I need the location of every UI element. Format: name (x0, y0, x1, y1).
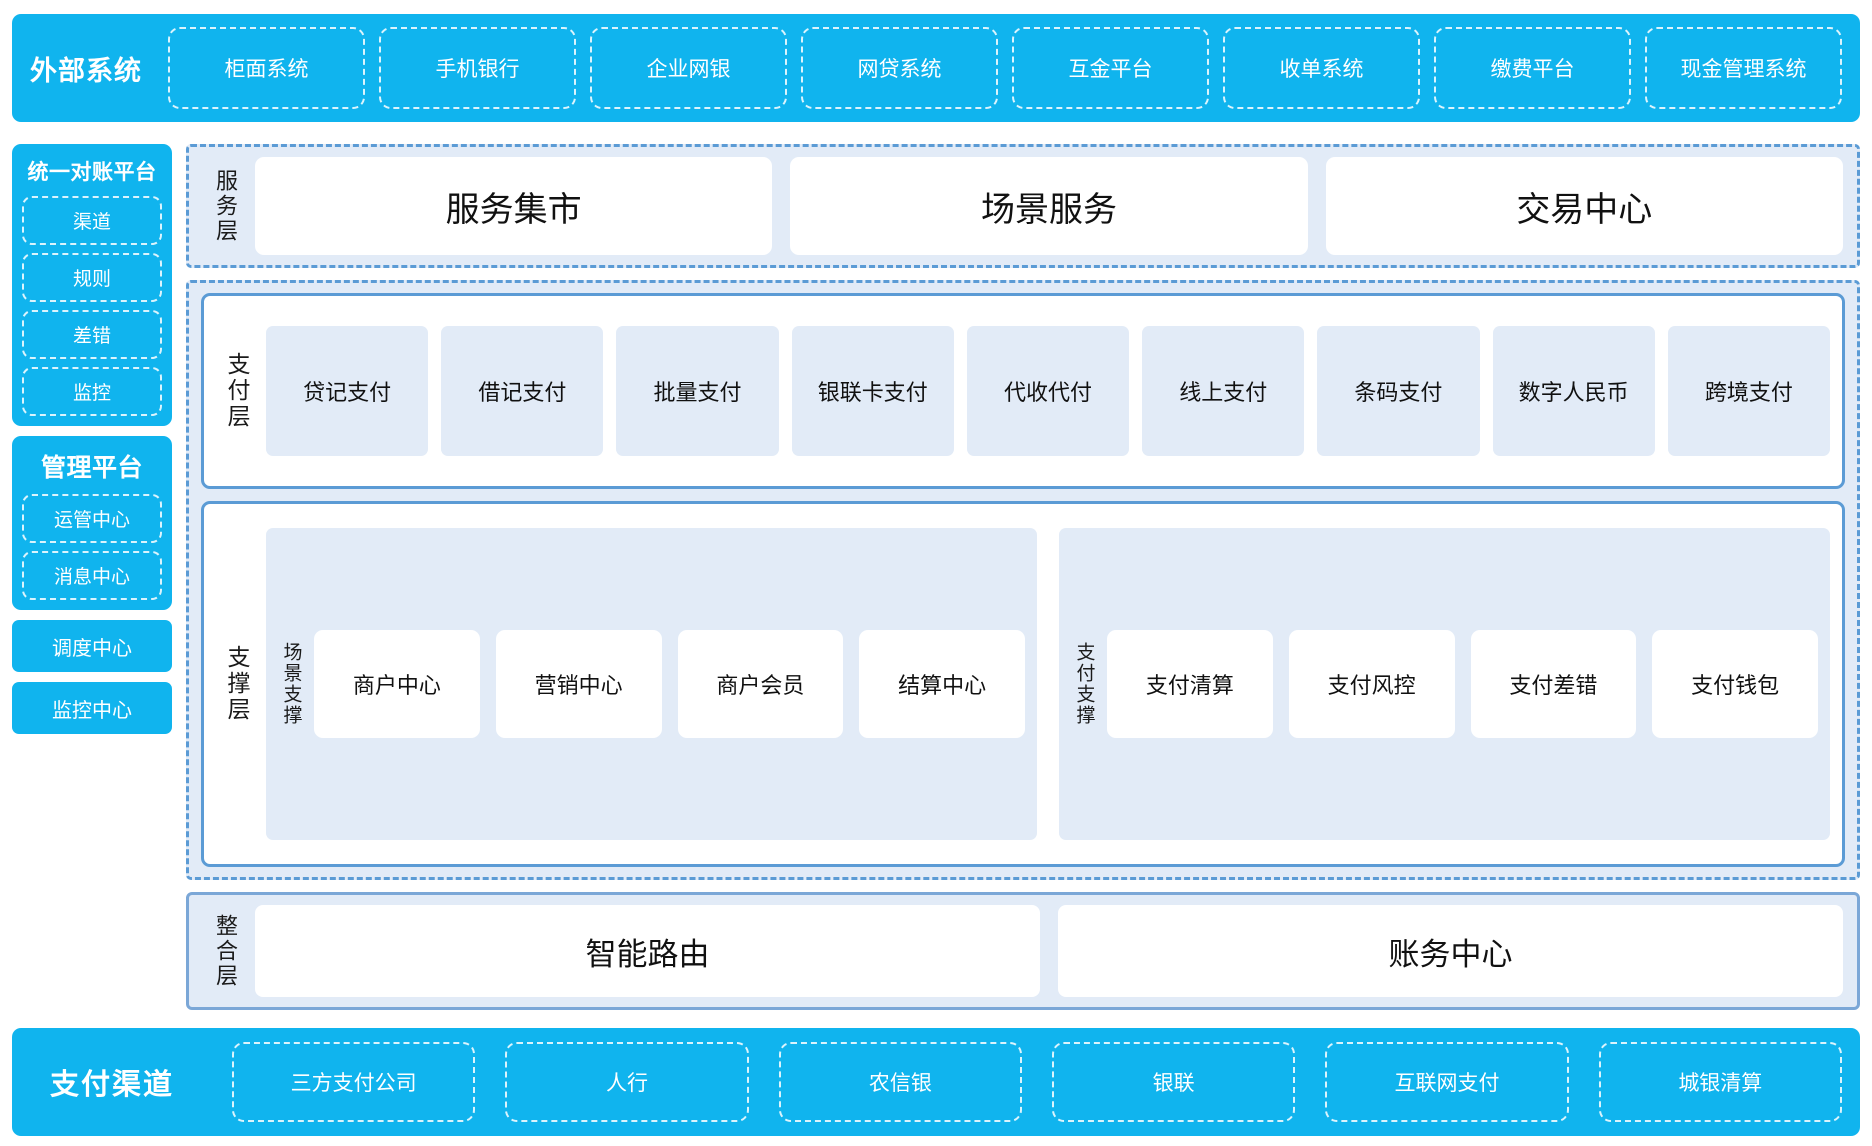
payment-card-debit[interactable]: 借记支付 (441, 326, 604, 456)
support-layer-panel: 支撑层 场景支撑 商户中心 营销中心 商户会员 结算中心 (201, 501, 1845, 867)
external-systems-list: 柜面系统 手机银行 企业网银 网贷系统 互金平台 收单系统 缴费平台 现金管理系… (168, 27, 1842, 109)
payment-channel-title: 支付渠道 (50, 1069, 175, 1101)
payment-card-dcep[interactable]: 数字人民币 (1492, 326, 1655, 456)
sidebar-item-rules[interactable]: 规则 (22, 253, 162, 302)
unified-reconciliation-platform-panel: 统一对账平台 渠道 规则 差错 监控 (12, 144, 172, 426)
payment-and-support-group: 支付层 贷记支付 借记支付 批量支付 银联卡支付 代收代付 线上支付 条码支付 … (186, 280, 1860, 880)
payment-channel-item[interactable]: 人行 (505, 1042, 749, 1122)
management-platform-panel: 管理平台 运管中心 消息中心 (12, 436, 172, 610)
service-card-transaction[interactable]: 交易中心 (1325, 157, 1843, 255)
payment-card-barcode[interactable]: 条码支付 (1317, 326, 1480, 456)
service-layer-label: 服务层 (213, 168, 238, 244)
sidebar-item-monitoring-center[interactable]: 监控中心 (12, 682, 172, 734)
sidebar-spacer (12, 744, 172, 1010)
external-system-item[interactable]: 现金管理系统 (1645, 27, 1842, 109)
sidebar-item-channel[interactable]: 渠道 (22, 196, 162, 245)
integration-layer-panel: 整合层 智能路由 账务中心 (186, 892, 1860, 1010)
support-card-payment-wallet[interactable]: 支付钱包 (1652, 630, 1818, 738)
payment-card-crossborder[interactable]: 跨境支付 (1667, 326, 1830, 456)
payment-channel-list: 三方支付公司 人行 农信银 银联 互联网支付 城银清算 (232, 1042, 1842, 1122)
payment-layer-panel: 支付层 贷记支付 借记支付 批量支付 银联卡支付 代收代付 线上支付 条码支付 … (201, 293, 1845, 489)
sidebar-item-monitor[interactable]: 监控 (22, 367, 162, 416)
support-card-merchant-center[interactable]: 商户中心 (314, 630, 480, 738)
payment-layer-label: 支付层 (224, 352, 250, 430)
left-sidebar: 统一对账平台 渠道 规则 差错 监控 管理平台 运管中心 消息中心 调度中心 监… (12, 144, 172, 1010)
service-card-scenario[interactable]: 场景服务 (790, 157, 1308, 255)
sidebar-item-error[interactable]: 差错 (22, 310, 162, 359)
management-platform-title: 管理平台 (40, 454, 143, 482)
payment-support-group: 支付支撑 支付清算 支付风控 支付差错 支付钱包 (1059, 528, 1830, 840)
external-system-item[interactable]: 企业网银 (590, 27, 787, 109)
support-card-payment-clearing[interactable]: 支付清算 (1107, 630, 1273, 738)
support-card-marketing-center[interactable]: 营销中心 (495, 630, 662, 738)
payment-card-credit[interactable]: 贷记支付 (266, 326, 429, 456)
payment-channel-item[interactable]: 三方支付公司 (232, 1042, 476, 1122)
sidebar-item-scheduling-center[interactable]: 调度中心 (12, 620, 172, 672)
support-card-payment-error[interactable]: 支付差错 (1470, 630, 1637, 738)
scenario-support-group: 场景支撑 商户中心 营销中心 商户会员 结算中心 (266, 528, 1037, 840)
payment-channel-bar: 支付渠道 三方支付公司 人行 农信银 银联 互联网支付 城银清算 (12, 1028, 1860, 1136)
payment-channel-item[interactable]: 互联网支付 (1325, 1042, 1569, 1122)
payment-card-unionpay[interactable]: 银联卡支付 (791, 326, 954, 456)
payment-channel-item[interactable]: 城银清算 (1598, 1042, 1842, 1122)
integration-card-accounting-center[interactable]: 账务中心 (1058, 905, 1843, 997)
service-card-marketplace[interactable]: 服务集市 (255, 157, 773, 255)
support-card-merchant-member[interactable]: 商户会员 (677, 630, 844, 738)
payment-card-batch[interactable]: 批量支付 (616, 326, 779, 456)
payment-card-collection[interactable]: 代收代付 (966, 326, 1130, 456)
content-column: 服务层 服务集市 场景服务 交易中心 支付层 贷记支付 借记支付 批量支付 银联… (186, 144, 1860, 1010)
scenario-support-cards: 商户中心 营销中心 商户会员 结算中心 (314, 536, 1025, 832)
external-systems-title: 外部系统 (30, 55, 142, 86)
sidebar-item-operations-center[interactable]: 运管中心 (22, 494, 162, 543)
service-layer-group: 服务层 服务集市 场景服务 交易中心 (186, 144, 1860, 268)
service-layer-cards: 服务集市 场景服务 交易中心 (255, 157, 1843, 255)
payment-channel-item[interactable]: 农信银 (778, 1042, 1022, 1122)
external-systems-bar: 外部系统 柜面系统 手机银行 企业网银 网贷系统 互金平台 收单系统 缴费平台 … (12, 14, 1860, 122)
support-layer-label: 支撑层 (224, 645, 250, 723)
external-system-item[interactable]: 柜面系统 (168, 27, 365, 109)
payment-channel-item[interactable]: 银联 (1052, 1042, 1296, 1122)
external-system-item[interactable]: 手机银行 (379, 27, 576, 109)
external-system-item[interactable]: 收单系统 (1223, 27, 1420, 109)
middle-region: 统一对账平台 渠道 规则 差错 监控 管理平台 运管中心 消息中心 调度中心 监… (12, 144, 1860, 1010)
payment-support-cards: 支付清算 支付风控 支付差错 支付钱包 (1107, 536, 1818, 832)
external-system-item[interactable]: 网贷系统 (801, 27, 998, 109)
external-system-item[interactable]: 互金平台 (1012, 27, 1209, 109)
payment-support-label: 支付支撑 (1073, 642, 1095, 726)
support-card-payment-riskcontrol[interactable]: 支付风控 (1288, 630, 1455, 738)
integration-layer-cards: 智能路由 账务中心 (255, 905, 1843, 997)
external-system-item[interactable]: 缴费平台 (1434, 27, 1631, 109)
integration-layer-label: 整合层 (213, 913, 238, 989)
scenario-support-label: 场景支撑 (280, 642, 302, 726)
support-layer-groups: 场景支撑 商户中心 营销中心 商户会员 结算中心 支付支撑 支付清算 (266, 514, 1830, 854)
sidebar-item-message-center[interactable]: 消息中心 (22, 551, 162, 600)
payment-card-online[interactable]: 线上支付 (1142, 326, 1305, 456)
integration-card-smart-routing[interactable]: 智能路由 (255, 905, 1040, 997)
payment-layer-cards: 贷记支付 借记支付 批量支付 银联卡支付 代收代付 线上支付 条码支付 数字人民… (266, 306, 1830, 476)
support-card-settlement-center[interactable]: 结算中心 (859, 630, 1025, 738)
unified-reconciliation-platform-title: 统一对账平台 (27, 161, 157, 184)
